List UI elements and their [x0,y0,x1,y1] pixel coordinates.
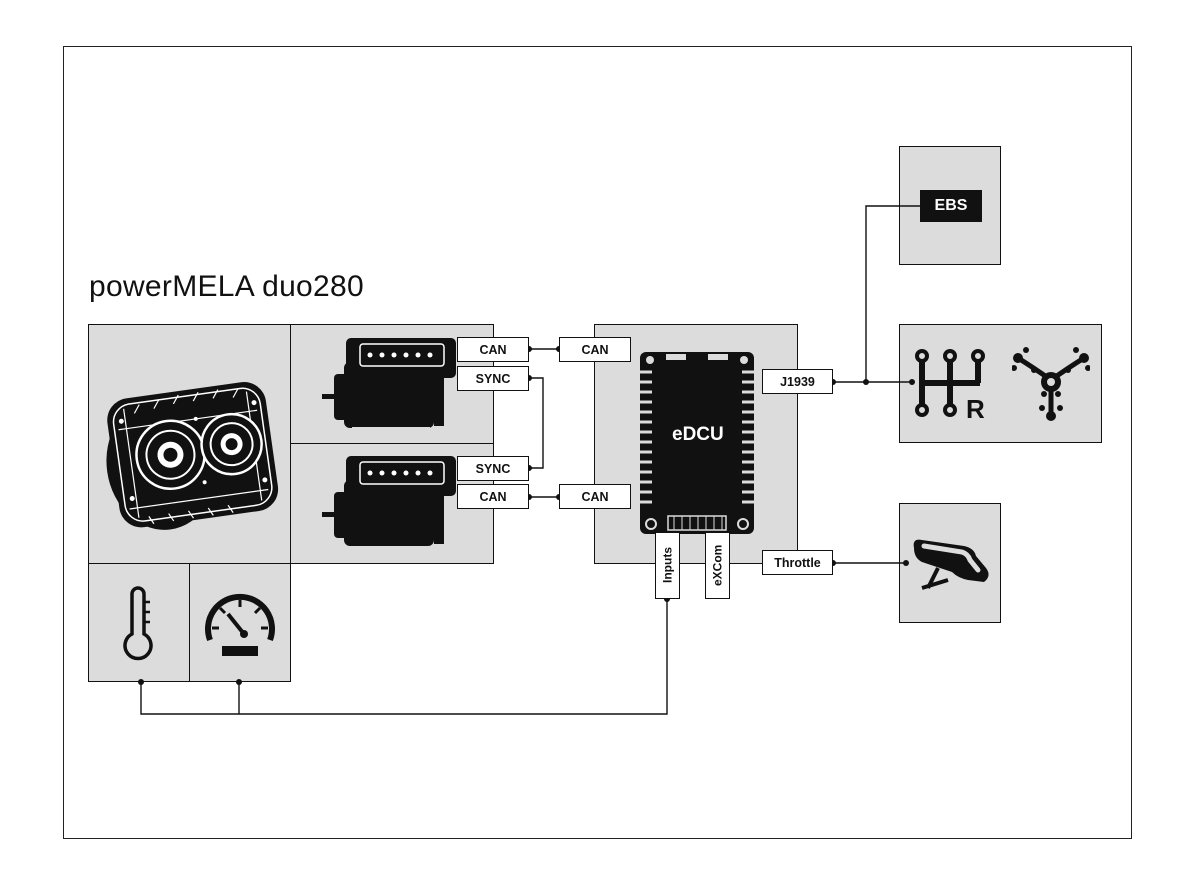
throttle-label: Throttle [762,550,833,575]
j1939-label: J1939 [762,369,833,394]
diagram-title: powerMELA duo280 [89,270,364,303]
excom-label: eXCom [705,532,730,599]
pedal-icon [913,539,989,590]
diagram-frame [63,46,1132,839]
dual-motor-icon [106,382,279,530]
ebs-badge: EBS [920,190,982,222]
transmission-box [899,324,1102,443]
speedometer-icon [205,593,275,656]
can-label-motor-top: CAN [457,337,529,362]
can-label-edcu-top: CAN [559,337,631,362]
gearshift-r-icon: R [915,349,985,422]
controller-chip-icon [640,352,754,534]
temperature-sensor-box [88,563,190,682]
can-label-motor-bottom: CAN [457,484,529,509]
can-label-edcu-bottom: CAN [559,484,631,509]
svg-text:R: R [966,394,985,422]
sync-label-motor-bottom: SYNC [457,456,529,481]
edcu-label: eDCU [672,424,724,445]
inputs-label: Inputs [655,532,680,599]
sync-label-motor-top: SYNC [457,366,529,391]
thermometer-icon [123,586,153,661]
motor-icon-top [322,338,456,429]
motor-icon-bottom [322,456,456,546]
differential-icon [1012,347,1090,421]
